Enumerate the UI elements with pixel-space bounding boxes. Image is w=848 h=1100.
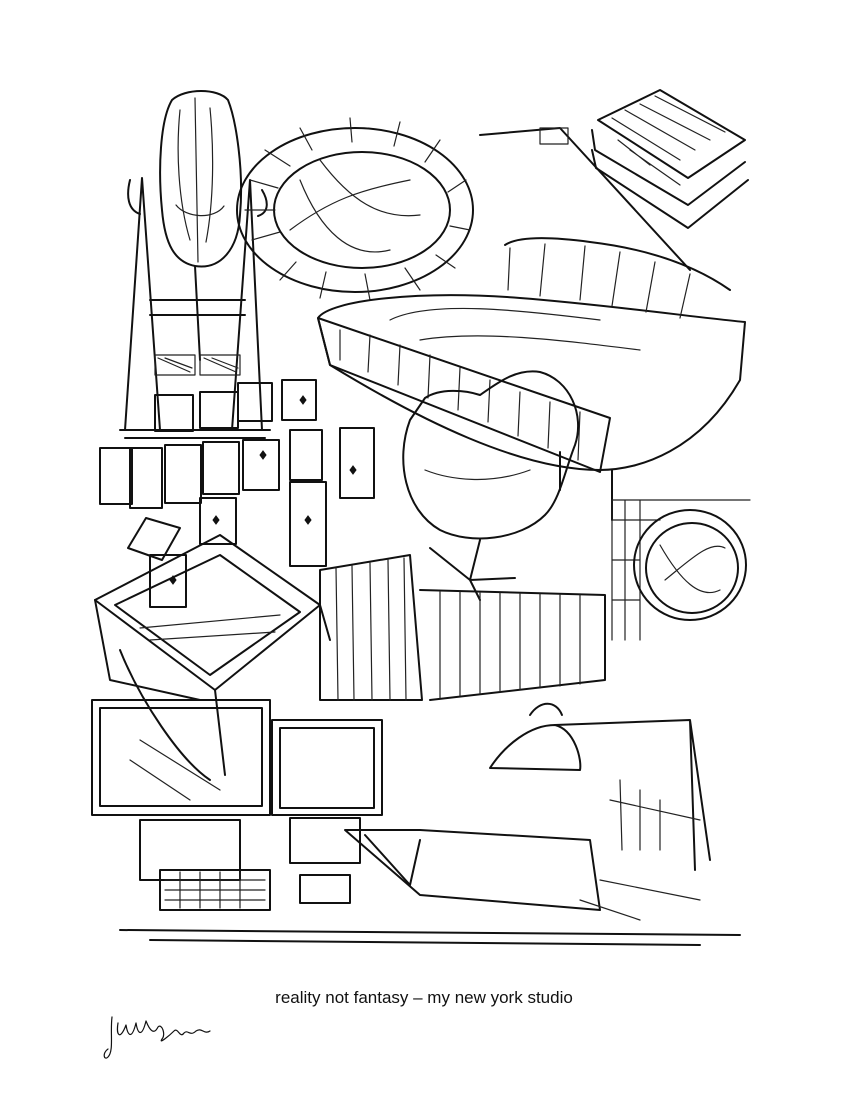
inversion-table-sketch — [120, 91, 270, 438]
folding-chair-sketch — [95, 535, 330, 780]
desk-workstation-sketch — [92, 700, 740, 945]
book-stack-sketch — [592, 90, 748, 228]
daybed-sketch — [318, 128, 745, 520]
studio-sketch-illustration — [0, 0, 848, 1000]
artist-signature — [103, 1016, 211, 1059]
caption-text: reality not fantasy – my new york studio — [275, 988, 573, 1007]
trampoline-sketch — [237, 118, 473, 300]
egg-chair-sketch — [403, 371, 578, 600]
binder-shelf-sketch — [320, 555, 605, 700]
ottoman-sketch — [612, 500, 750, 640]
playing-cards-sketch — [100, 380, 374, 607]
caption: reality not fantasy – my new york studio — [0, 988, 848, 1008]
